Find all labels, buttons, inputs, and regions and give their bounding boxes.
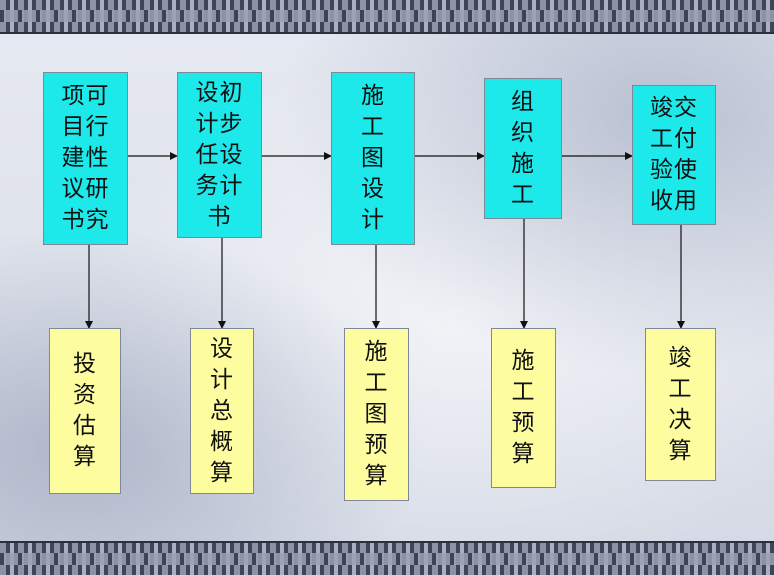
cost-box-construction-budget: 施 工 预 算: [491, 328, 556, 488]
top-border-edge: [0, 32, 774, 34]
step-label-organize-construction: 组 织 施 工: [511, 88, 535, 208]
cost-label-investment-estimate: 投 资 估 算: [73, 351, 97, 470]
step-label-preliminary-design: 设初 计步 任设 务计 书: [195, 79, 244, 230]
bottom-border-band: [0, 543, 774, 575]
step-label-feasibility: 项可 目行 建性 议研 书究: [61, 83, 110, 233]
cost-box-investment-estimate: 投 资 估 算: [49, 328, 121, 494]
top-border-band: [0, 0, 774, 32]
cost-box-design-budget: 设 计 总 概 算: [190, 328, 254, 494]
cost-label-drawing-budget: 施 工 图 预 算: [364, 339, 389, 489]
bottom-border-edge: [0, 541, 774, 543]
step-box-preliminary-design: 设初 计步 任设 务计 书: [177, 72, 262, 238]
cost-label-construction-budget: 施 工 预 算: [511, 348, 536, 467]
cost-box-drawing-budget: 施 工 图 预 算: [344, 328, 409, 501]
step-label-construction-drawing: 施 工 图 设 计: [361, 83, 385, 233]
step-label-completion-handover: 竣交 工付 验使 收用: [650, 95, 698, 214]
step-box-feasibility: 项可 目行 建性 议研 书究: [43, 72, 128, 245]
cost-label-final-accounts: 竣 工 决 算: [668, 344, 693, 464]
cost-label-design-budget: 设 计 总 概 算: [210, 335, 234, 486]
step-box-completion-handover: 竣交 工付 验使 收用: [632, 85, 716, 225]
step-box-construction-drawing: 施 工 图 设 计: [331, 72, 415, 245]
step-box-organize-construction: 组 织 施 工: [484, 78, 562, 219]
cost-box-final-accounts: 竣 工 决 算: [645, 328, 716, 481]
